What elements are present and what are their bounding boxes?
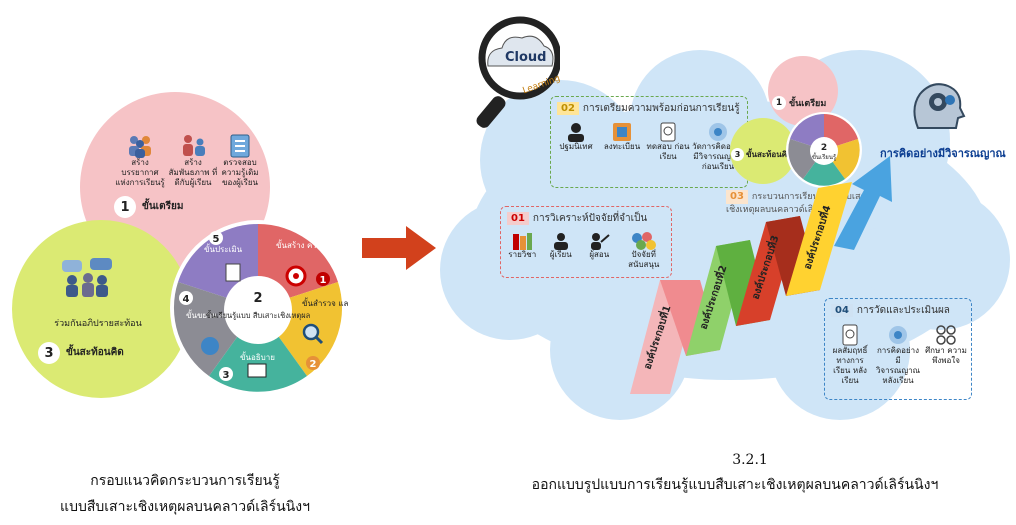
box-04-item-1: ผลสัมฤทธิ์ ทางการเรียน หลังเรียน [832,346,868,385]
wheel-label-4: ขั้นขยาย ความรู้ [186,309,243,321]
support-apps-icon [631,232,656,250]
box-03-number: 03 [726,190,748,204]
presentation-icon [247,363,267,378]
cloud-background [440,50,1010,420]
prep-icon-2-label: สร้างสัมพันธภาพ ที่ดีกับผู้เรียน [168,158,218,187]
right-caption: ออกแบบรูปแบบการเรียนรู้แบบสืบเสาะเชิงเหต… [531,477,939,493]
box-04-item-2: การคิดอย่าง มีวิจารณญาณ หลังเรียน [875,346,921,385]
outcome-label: การคิดอย่างมีวิจารณญาณ [880,147,1006,160]
wheel-label-5: ขั้นประเมิน [204,243,243,254]
student-icon [553,233,568,250]
component-zigzag: องค์ประกอบที่1 องค์ประกอบที่2 องค์ประกอบ… [630,182,852,394]
lightbulb-head-icon [201,337,219,355]
reflect-label: ร่วมกันอภิปรายสะท้อน [54,319,142,329]
wheel-num-2: 2 [310,359,317,370]
posttest-thinking-icon [889,326,907,344]
pretest-icon [660,122,676,142]
wheel-label-1: ขั้นสร้าง ความสนใจ [276,239,346,250]
wheel-num-5: 5 [213,234,220,245]
growth-arrow [834,156,892,250]
reflect-step-label: ขั้นสะท้อนคิด [66,347,124,358]
teacher-icon [591,233,610,250]
discussion-group-icon [62,258,112,297]
left-caption-line2: แบบสืบเสาะเชิงเหตุผลบนคลาวด์เลิร์นนิงฯ [60,499,310,515]
wheel-center [224,276,292,344]
logo-word-cloud: Cloud [505,50,547,65]
wheel-segment-3 [209,308,307,392]
box-02-item-3: ทดสอบ ก่อนเรียน [646,142,690,161]
box-04-title: การวัดและประเมินผล [856,305,950,316]
satisfaction-icon [936,325,956,345]
prep-step-label: ขั้นเตรียม [142,201,184,212]
learning-wheel: 1 2 3 4 5 ขั้นสร้าง ความสนใจ ขั้นสำรวจ แ… [170,220,348,396]
mini-prep-number: 1 [772,96,786,110]
critical-thinking-icon [709,123,727,141]
left-caption-line1: กรอบแนวคิดกระบวนการเรียนรู้ [90,473,280,489]
people-group-icon [129,136,151,158]
mini-learning-wheel: 2 ขั้นเรียนรู้ [786,112,862,188]
left-diagram: สร้างบรรยากาศ แห่งการเรียนรู้ สร้างสัมพั… [0,0,360,525]
cloud-learning-logo [476,16,560,128]
orientation-icon [568,123,584,142]
prep-icon-3: ตรวจสอบ ความรู้เดิม ของผู้เรียน [218,134,262,188]
box-02-item-4: วัดการคิดอย่าง มีวิจารณญาณ ก่อนเรียน [692,142,744,171]
mini-reflect-label: ขั้นสะท้อนคิด [746,150,793,159]
section-number: 3.2.1 [732,452,768,468]
wheel-center-number: 2 [253,291,262,306]
magnifier-icon [302,323,320,341]
box-02-item-1: ปฐมนิเทศ [559,142,593,151]
component-4-shape [786,182,852,296]
thinking-head-icon [913,83,966,129]
box-01-item-3: ผู้สอน [589,250,610,259]
prep-icon-2: สร้างสัมพันธภาพ ที่ดีกับผู้เรียน [168,134,218,188]
checklist-icon [230,134,250,158]
mini-reflect-title: 3 ขั้นสะท้อนคิด [731,148,792,161]
box-02-item-2: ลงทะเบียน [603,142,641,151]
box-04-number: 04 [831,304,853,317]
mini-prep-label: ขั้นเตรียม [789,99,827,109]
box-01-item-2: ผู้เรียน [549,250,572,259]
prep-icon-1-label: สร้างบรรยากาศ แห่งการเรียนรู้ [115,158,165,187]
prep-step-number: 1 [114,196,136,218]
mini-prep-title: 1 ขั้นเตรียม [772,96,826,110]
box-01-number: 01 [507,212,529,225]
books-icon [513,233,533,250]
box-01-item-1: รายวิชา [508,250,537,259]
box-01-title: การวิเคราะห์ปัจจัยที่จำเป็น [532,213,648,224]
box-01-item-4: ปัจจัยที่สนับสนุน [628,250,660,269]
prep-icon-1: สร้างบรรยากาศ แห่งการเรียนรู้ [115,134,165,188]
register-icon [613,123,631,141]
mini-reflect-number: 3 [731,148,744,161]
wheel-num-1: 1 [320,275,327,286]
reflect-step-title: 3 ขั้นสะท้อนคิด [38,342,124,364]
box-02-title: การเตรียมความพร้อมก่อนการเรียนรู้ [582,103,740,114]
transition-arrow [362,226,436,270]
prep-step-title: 1 ขั้นเตรียม [114,196,183,218]
box-04-item-3: ศึกษา ความพึงพอใจ [925,346,967,365]
mini-learn-label: ขั้นเรียนรู้ [812,151,837,161]
wheel-center-title: ขั้นเรียนรู้แบบ สืบเสาะเชิงเหตุผล [206,310,311,320]
mini-learn-number: 2 [821,143,827,153]
teacher-student-icon [183,135,205,156]
prep-icon-3-label: ตรวจสอบ ความรู้เดิม ของผู้เรียน [221,158,259,187]
wheel-label-2: ขั้นสำรวจ และค้นหา [302,297,348,308]
reflect-step-number: 3 [38,342,60,364]
reflect-circle [12,220,190,398]
box-03-title: กระบวนการเรียนรู้แบบสืบเสาะ เชิงเหตุผลบน… [726,192,871,215]
wheel-label-3: ขั้นอธิบาย [240,351,275,362]
wheel-num-4: 4 [183,294,190,305]
evaluation-doc-icon [225,263,241,282]
wheel-num-3: 3 [223,370,230,381]
achievement-doc-icon [842,324,858,346]
box-02-number: 02 [557,102,579,115]
